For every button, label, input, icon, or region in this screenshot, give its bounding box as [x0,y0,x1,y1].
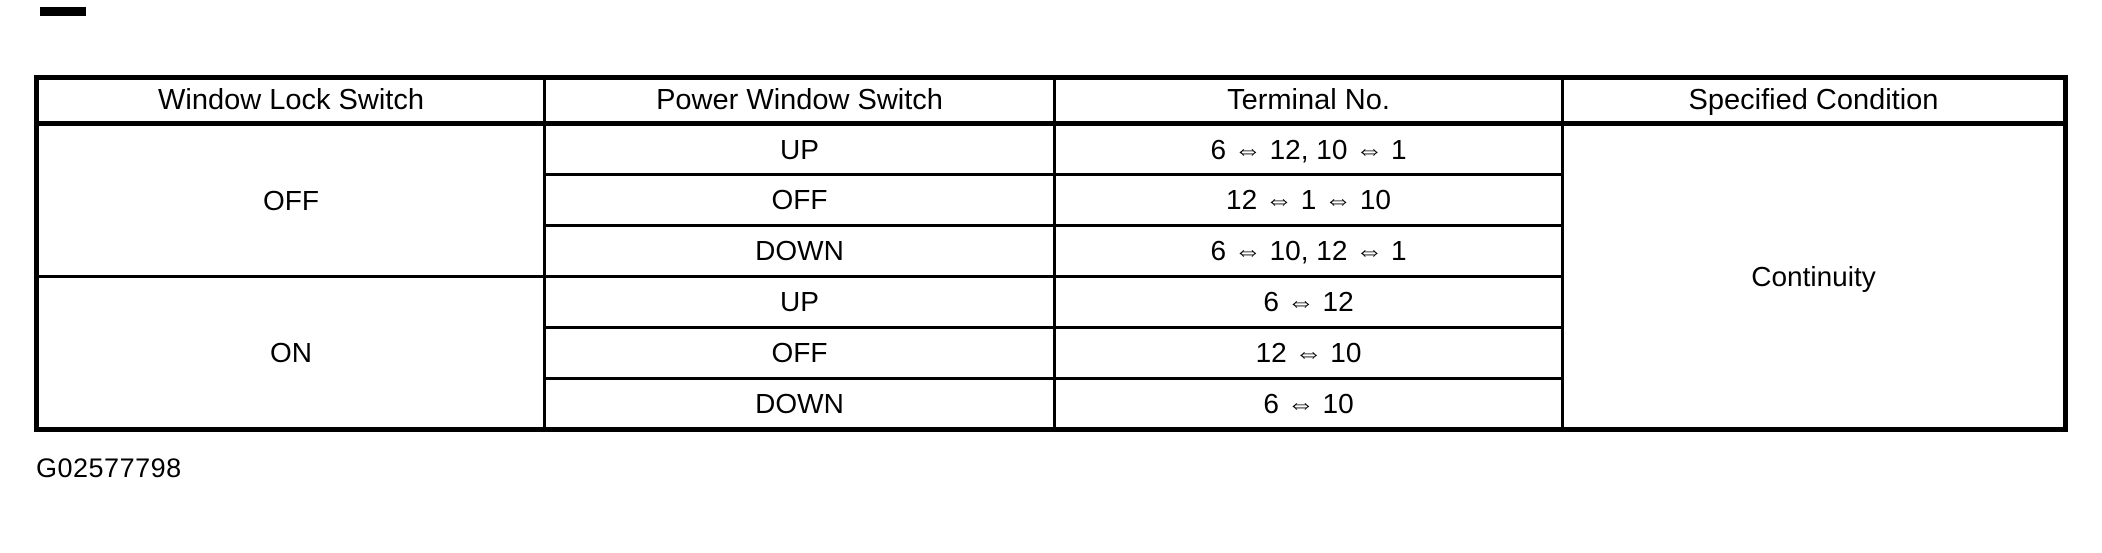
table-row: DOWN 6 ⇔ 10 [37,377,2066,431]
cell-power-window: UP [543,122,1056,176]
cell-specified-condition: Continuity [1561,122,2067,431]
table-row: OFF 12 ⇔ 10 [37,326,2066,380]
cell-terminal: 12 ⇔ 10 [1053,326,1564,380]
cell-terminal: 6 ⇔ 10, 12 ⇔ 1 [1053,224,1564,278]
cell-terminal: 6 ⇔ 10 [1053,377,1564,431]
scan-artifact-dash [40,7,86,16]
table-row: OFF 12 ⇔ 1 ⇔ 10 [37,173,2066,227]
header-power-window-switch: Power Window Switch [543,76,1056,126]
cell-power-window: DOWN [543,377,1056,431]
cell-window-lock-on: ON [35,275,546,431]
header-specified-condition: Specified Condition [1561,76,2067,126]
cell-power-window: OFF [543,173,1056,227]
cell-power-window: DOWN [543,224,1056,278]
table-header-row: Window Lock Switch Power Window Switch T… [35,76,2067,126]
continuity-spec-table: Window Lock Switch Power Window Switch T… [34,75,2068,432]
figure-id-caption: G02577798 [36,453,182,483]
table-row: ON UP 6 ⇔ 12 [35,275,2066,431]
cell-terminal: 12 ⇔ 1 ⇔ 10 [1053,173,1564,227]
cell-terminal: 6 ⇔ 12 [1053,275,1564,329]
cell-power-window: UP [543,275,1056,329]
cell-power-window: OFF [543,326,1056,380]
header-window-lock-switch: Window Lock Switch [35,76,546,126]
cell-terminal: 6 ⇔ 12, 10 ⇔ 1 [1053,122,1564,176]
cell-window-lock-off: OFF [35,122,546,278]
table-row: OFF UP 6 ⇔ 12, 10 ⇔ 1 Continuity [35,122,2067,431]
table-row: DOWN 6 ⇔ 10, 12 ⇔ 1 [37,224,2066,278]
header-terminal-no: Terminal No. [1053,76,1564,126]
